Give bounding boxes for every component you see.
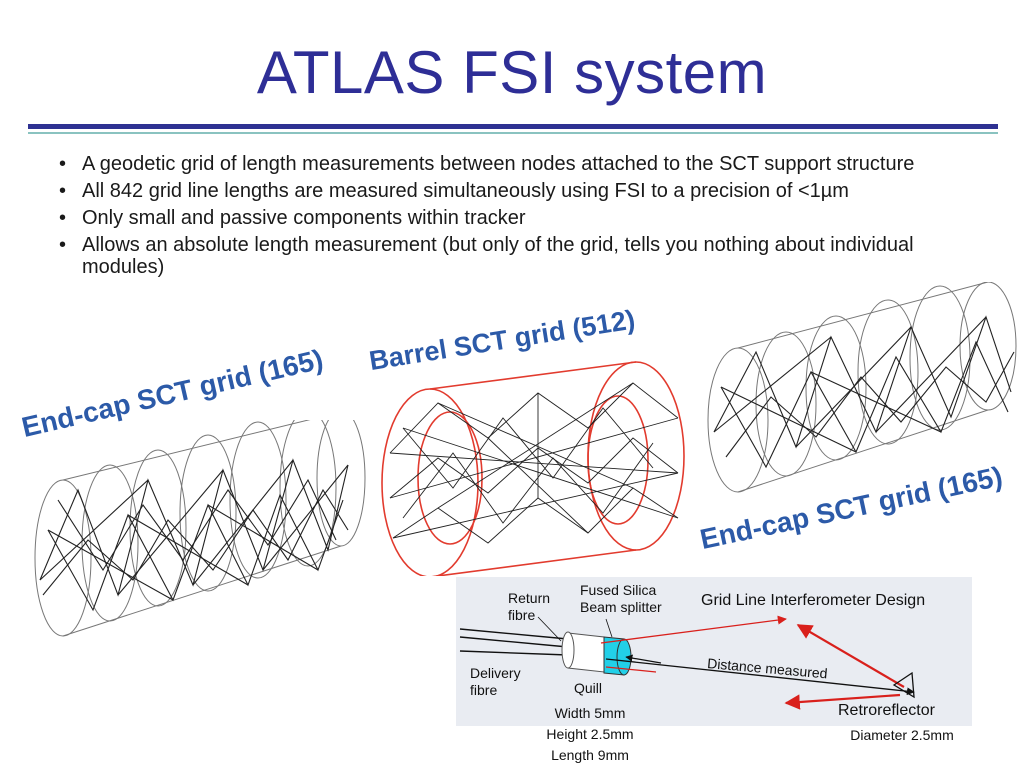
- bullet-text: A geodetic grid of length measurements b…: [82, 153, 915, 175]
- endcap-right-grid-drawing: [707, 282, 1017, 493]
- delivery-fibre-label: Delivery fibre: [470, 665, 521, 699]
- quill-label: Quill: [574, 680, 603, 696]
- title-rule-light: [28, 132, 998, 134]
- interferometer-diagram: [459, 615, 915, 710]
- interferometer-panel: Return fibre Fused Silica Beam splitter …: [456, 577, 972, 726]
- bullet-dot: •: [59, 153, 67, 175]
- bullet-list: • A geodetic grid of length measurements …: [58, 153, 978, 283]
- bullet-item: • Only small and passive components withi…: [58, 207, 978, 229]
- bullet-item: • Allows an absolute length measurement (…: [58, 234, 978, 278]
- retroreflector-label: Retroreflector: [838, 702, 935, 719]
- bullet-text: Allows an absolute length measurement (b…: [82, 234, 914, 278]
- delivery-fibre-line: Delivery: [470, 665, 521, 681]
- fused-silica-label: Fused Silica Beam splitter: [580, 582, 662, 616]
- title-rule-dark: [28, 124, 998, 129]
- fused-silica-line: Beam splitter: [580, 599, 662, 615]
- bullet-dot: •: [59, 207, 67, 229]
- slide-title: ATLAS FSI system: [256, 39, 768, 106]
- endcap-left-grid-drawing: [34, 420, 366, 637]
- delivery-fibre-line: fibre: [470, 682, 498, 698]
- return-fibre-line: fibre: [508, 607, 536, 623]
- return-fibre-line: Return: [508, 590, 551, 606]
- quill-dimensions-caption: Width 5mm Height 2.5mm Length 9mm: [522, 703, 658, 766]
- bullet-item: • All 842 grid line lengths are measured …: [58, 180, 978, 202]
- retro-dimensions-caption: Diameter 2.5mm: [850, 727, 954, 743]
- bullet-item: • A geodetic grid of length measurements …: [58, 153, 978, 175]
- bullet-text: Only small and passive components within…: [82, 207, 526, 229]
- barrel-grid-drawing: [381, 361, 685, 576]
- interferometer-title: Grid Line Interferometer Design: [701, 592, 926, 609]
- bullet-dot: •: [59, 180, 67, 202]
- quill-dimension-line: Length 9mm: [551, 747, 629, 763]
- fused-silica-line: Fused Silica: [580, 582, 657, 598]
- quill-dimension-line: Width 5mm: [554, 705, 626, 721]
- bullet-text: All 842 grid line lengths are measured s…: [82, 180, 849, 202]
- bullet-dot: •: [59, 234, 67, 256]
- return-fibre-label: Return fibre: [508, 590, 550, 624]
- quill-dimension-line: Height 2.5mm: [546, 726, 634, 742]
